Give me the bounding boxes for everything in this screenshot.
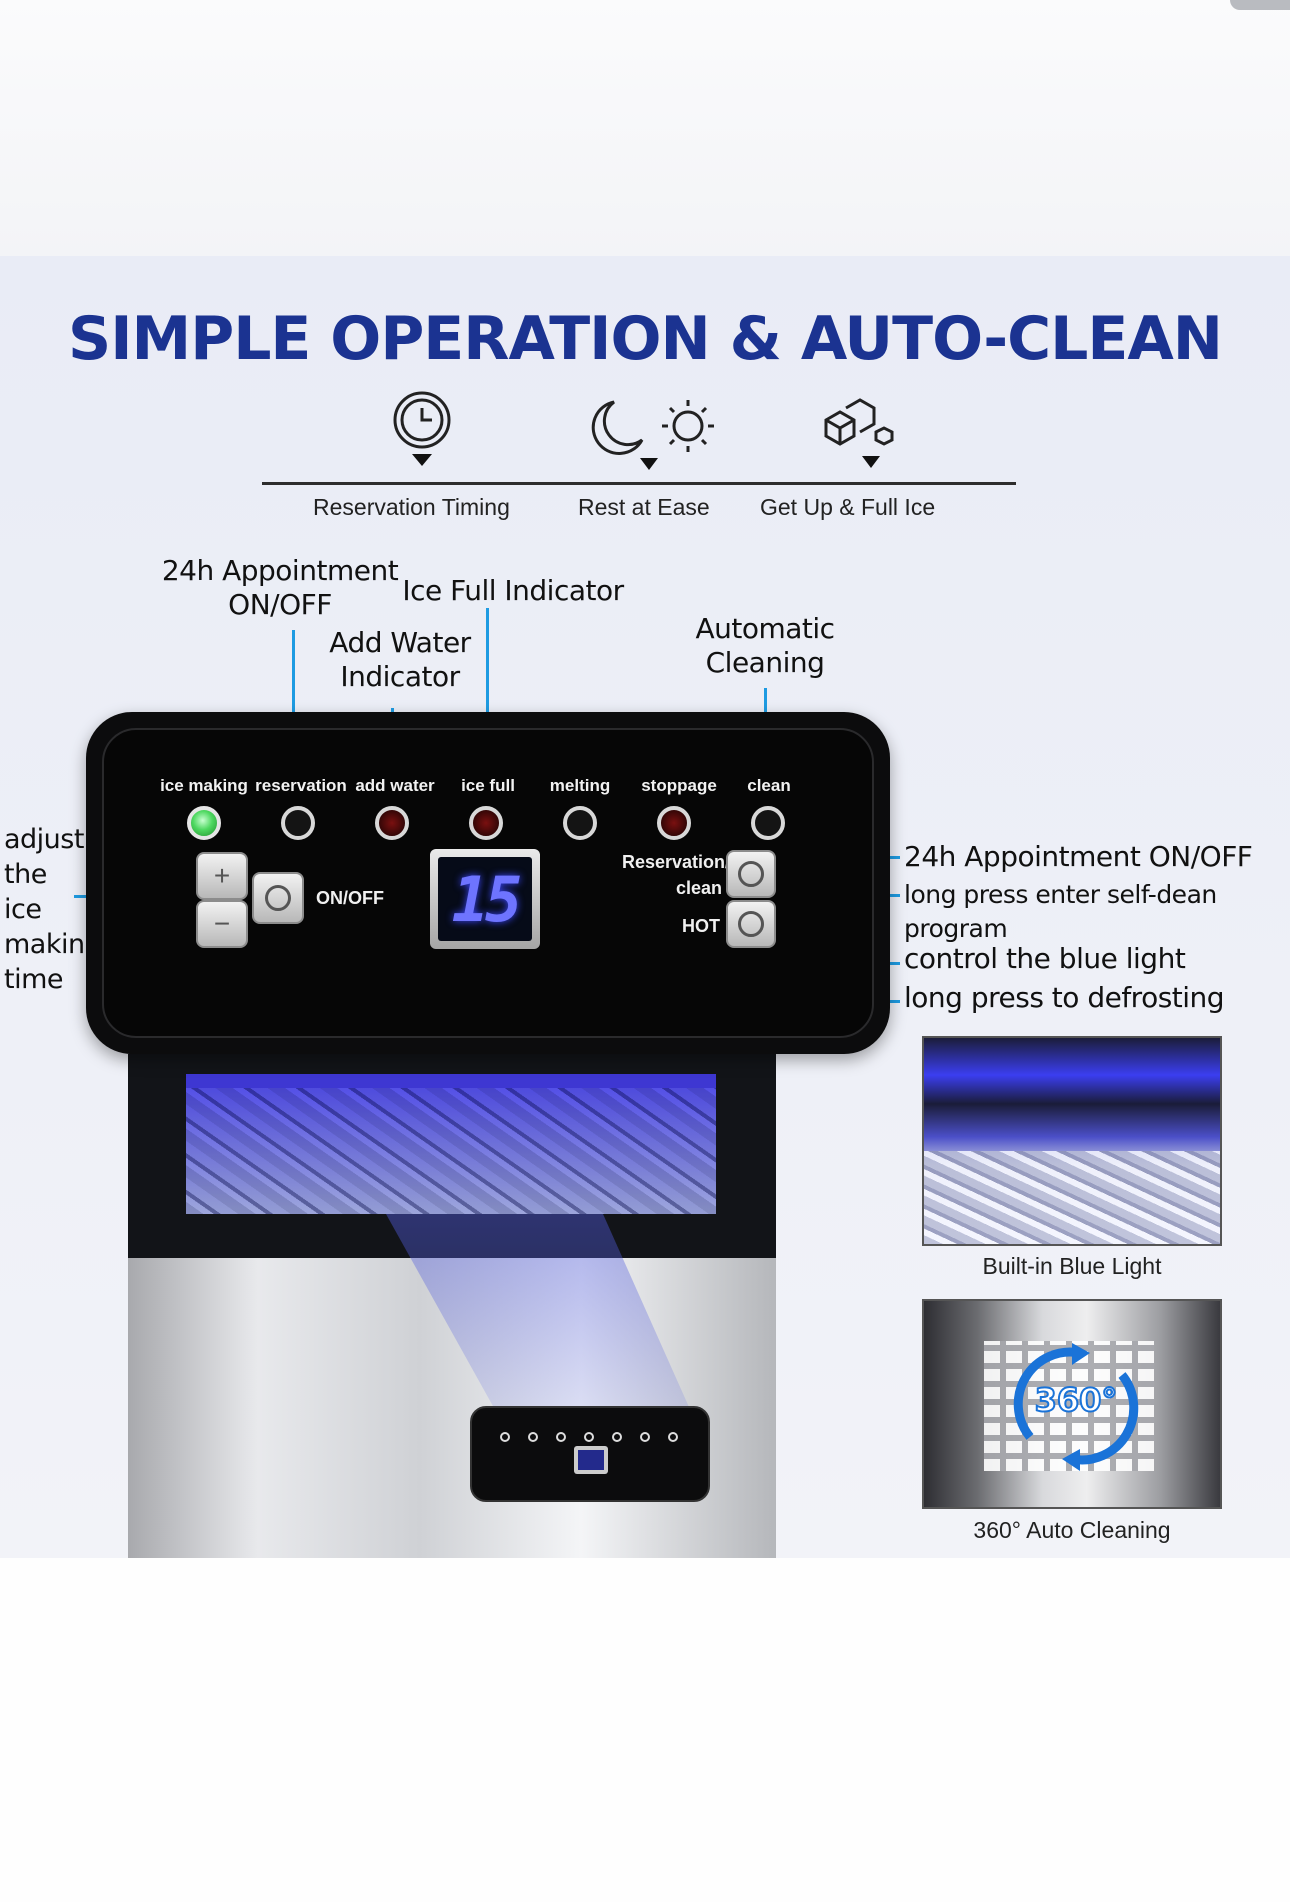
indicator-label-clean: clean — [747, 776, 791, 795]
button-ring-icon — [738, 911, 764, 937]
callout-appointment: 24h Appointment ON/OFF — [161, 554, 399, 621]
callout-add-water: Add Water Indicator — [329, 626, 471, 693]
mini-led — [556, 1432, 566, 1442]
mini-led — [612, 1432, 622, 1442]
blue-light-caption: Built-in Blue Light — [982, 1253, 1162, 1279]
indicator-label-stoppage: stoppage — [641, 776, 717, 795]
ice-basket-window — [186, 1074, 716, 1214]
hot-button[interactable] — [726, 900, 776, 948]
led-add-water — [375, 806, 409, 840]
callout-ice-full: Ice Full Indicator — [402, 574, 624, 607]
reservation-clean-label-2: clean — [676, 878, 723, 898]
indicator-label-ice-full: ice full — [461, 776, 515, 795]
minus-button[interactable]: − — [196, 900, 248, 948]
mini-led — [640, 1432, 650, 1442]
timer-display-value: 15 — [438, 857, 532, 941]
poster-title: SIMPLE OPERATION & AUTO-CLEAN — [67, 304, 1223, 374]
power-ring-icon — [265, 885, 291, 911]
led-clean — [751, 806, 785, 840]
button-ring-icon — [738, 861, 764, 887]
timeline-label-rest: Rest at Ease — [578, 494, 710, 520]
auto-cleaning-photo: 360° — [922, 1299, 1222, 1509]
product-poster: SIMPLE OPERATION & AUTO-CLEAN Reservatio… — [0, 256, 1290, 1558]
callout-self-clean: long press enter self-dean program — [904, 880, 1217, 943]
blue-light-photo — [922, 1036, 1222, 1246]
ice-tray-grid — [984, 1341, 1154, 1471]
callout-blue-light: control the blue light — [904, 942, 1186, 975]
indicator-label-ice-making: ice making — [160, 776, 248, 795]
clock-icon — [393, 391, 451, 466]
moon-sun-icon — [591, 400, 714, 470]
bottom-blank-area — [0, 1558, 1290, 1902]
corner-tab — [1230, 0, 1290, 10]
leader-line-appointment — [292, 630, 295, 762]
callout-adjust-time: adjust the ice making time — [4, 824, 102, 995]
rotate-360-badge: 360° — [1034, 1380, 1119, 1420]
mini-led — [528, 1432, 538, 1442]
led-melting — [563, 806, 597, 840]
ice-pile — [924, 1151, 1220, 1244]
led-ice-making — [187, 806, 221, 840]
mini-control-panel — [470, 1406, 710, 1502]
mini-led — [584, 1432, 594, 1442]
auto-cleaning-caption: 360° Auto Cleaning — [973, 1517, 1171, 1543]
led-reservation — [281, 806, 315, 840]
indicator-label-melting: melting — [549, 776, 611, 795]
rotate-360-icon — [1013, 1343, 1139, 1471]
timeline-label-reservation: Reservation Timing — [313, 494, 510, 520]
indicator-label-add-water: add water — [355, 776, 435, 795]
onoff-label: ON/OFF — [316, 888, 384, 908]
timeline-line — [262, 482, 1016, 485]
mini-led — [500, 1432, 510, 1442]
indicator-label-reservation: reservation — [255, 776, 347, 795]
onoff-button[interactable] — [252, 872, 304, 924]
timer-display: 15 — [430, 849, 540, 949]
top-blank-area — [0, 0, 1290, 256]
mini-led — [668, 1432, 678, 1442]
callout-appointment-right: 24h Appointment ON/OFF — [904, 840, 1253, 873]
callout-auto-clean: Automatic Cleaning — [695, 612, 835, 679]
timeline-label-full-ice: Get Up & Full Ice — [760, 494, 936, 520]
reservation-clean-button[interactable] — [726, 850, 776, 898]
leader-line-ice-full — [486, 608, 489, 762]
plus-button[interactable]: + — [196, 852, 248, 900]
reservation-clean-label: Reservation/ — [622, 852, 731, 872]
hot-label: HOT — [682, 916, 720, 936]
led-stoppage — [657, 806, 691, 840]
callout-defrost: long press to defrosting — [904, 981, 1225, 1014]
led-ice-full — [469, 806, 503, 840]
ice-cubes-icon — [824, 398, 894, 468]
mini-display — [574, 1446, 608, 1474]
